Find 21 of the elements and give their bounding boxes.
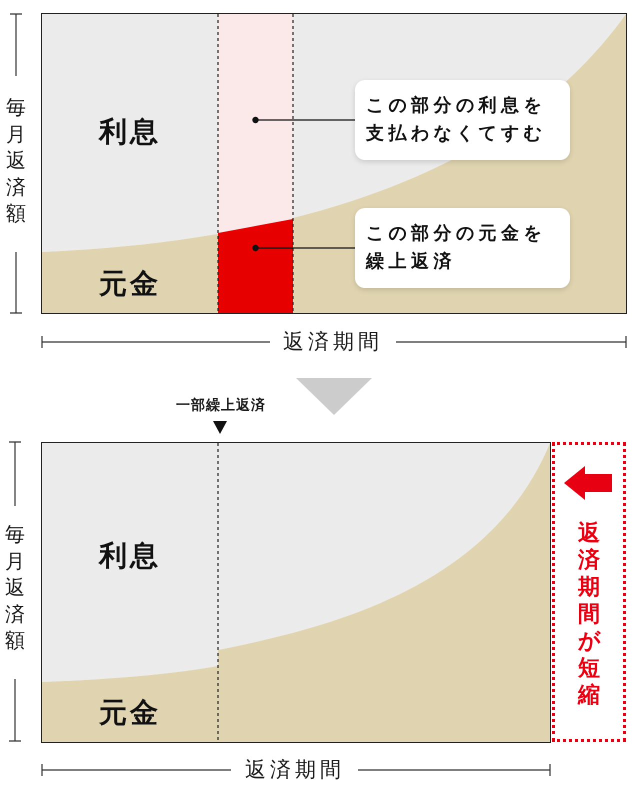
annotation-label: 一部繰上返済 xyxy=(176,398,266,414)
region-label: 元金 xyxy=(99,269,161,299)
chevron-arrow xyxy=(296,378,372,415)
highlight-frame xyxy=(552,442,626,742)
interest-band xyxy=(218,14,293,234)
vertical-label: 返済期間が短縮 xyxy=(578,520,600,709)
leader-line xyxy=(252,244,355,252)
region-label: 利息 xyxy=(99,541,161,571)
region-label: 元金 xyxy=(99,698,161,728)
axis-label: 毎月返済額 xyxy=(5,521,25,654)
axis-label: 返済期間 xyxy=(283,329,383,355)
principal-band xyxy=(218,218,293,313)
region-label: 利息 xyxy=(99,117,161,147)
chart-panel xyxy=(41,13,627,314)
callout-box xyxy=(355,80,570,160)
callout-text: この部分の元金を繰上返済 xyxy=(366,222,547,274)
callout-text: この部分の利息を支払わなくてすむ xyxy=(366,94,547,146)
callout-box xyxy=(355,208,570,288)
axis-label: 返済期間 xyxy=(245,757,345,783)
axis-label: 毎月返済額 xyxy=(6,94,26,226)
leader-line xyxy=(252,116,355,124)
